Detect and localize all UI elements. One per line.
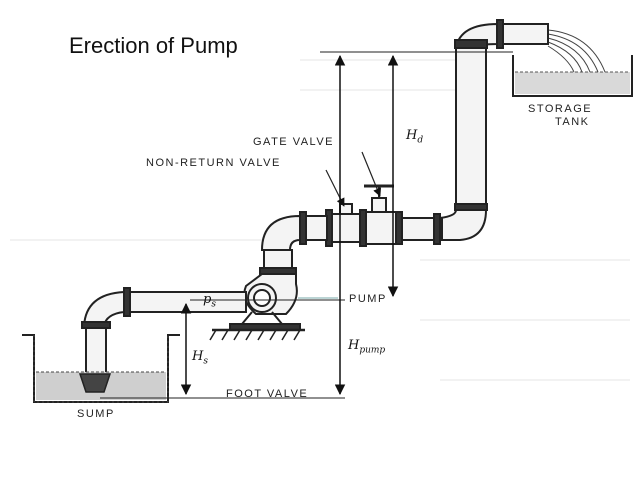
tank-label: TANK [555, 116, 590, 128]
reference-lines [100, 51, 513, 399]
foot-valve-label: FOOT VALVE [226, 388, 309, 400]
pump-label: PUMP [349, 293, 387, 305]
gate-valve-label: GATE VALVE [253, 136, 335, 148]
delivery-head-symbol: Hd [406, 128, 424, 146]
background-scan-lines [10, 59, 630, 381]
storage-label: STORAGE [528, 103, 593, 115]
pump-head-symbol: Hpump [348, 338, 386, 356]
pump-casing [229, 273, 301, 331]
dimension-arrows [180, 54, 399, 396]
sump [22, 334, 180, 403]
sump-label: SUMP [77, 408, 115, 420]
riser-pipe [259, 214, 301, 275]
suction-pressure-symbol: ps [203, 292, 216, 310]
valve-assembly [299, 184, 397, 247]
suction-pipe [81, 287, 247, 375]
storage-tank [512, 29, 633, 97]
non-return-valve-label: NON-RETURN VALVE [146, 157, 281, 169]
slide-title: Erection of Pump [69, 33, 238, 58]
delivery-pipe [395, 19, 549, 245]
pump-foundation [209, 328, 305, 341]
suction-head-symbol: Hs [192, 349, 208, 367]
